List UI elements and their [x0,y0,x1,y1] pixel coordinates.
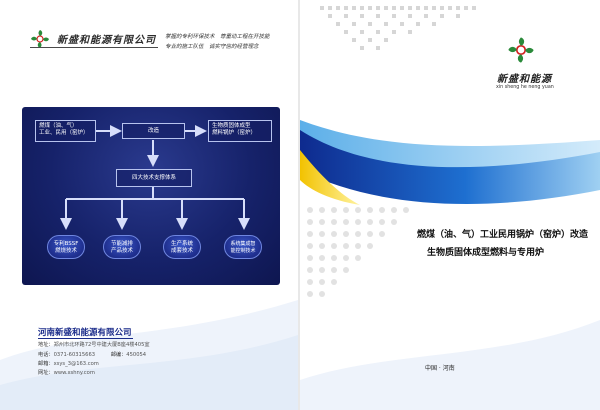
diagram-arrows [60,125,250,230]
postcode-label: 邮编： [110,352,127,358]
cover-bottom-wave [300,320,600,410]
yellow-swoosh [300,150,360,205]
renovation-box: 改造 [122,123,185,139]
company-logo-icon [31,30,49,48]
email-line: 邮箱：xsys_3@163.com [38,360,99,367]
header-company-name: 新盛和能源有限公司 [57,35,156,46]
website-label: 网址： [38,370,54,376]
cover-location: 中国 · 河南 [425,365,455,372]
header-slogan-line1: 掌握的专利环保技术 尊重动工程在开技能 [165,34,270,40]
top-dot-pattern [320,6,476,50]
website-line: 网址：www.xshny.com [38,369,95,376]
address-line: 地址：郑州市北环路72号中建大厦B座4楼405室 [38,341,150,348]
phone-label: 电话： [38,352,54,358]
cover-graphics [300,6,600,410]
page-gutter [298,0,300,410]
email-label: 邮箱： [38,361,54,367]
cover-title-line2: 生物质固体成型燃料与专用炉 [427,248,545,258]
website-value: www.xshny.com [53,370,95,376]
footer-company-name: 河南新盛和能源有限公司 [38,328,132,338]
phone-line: 电话：0371-60315663 邮编：450054 [38,351,146,358]
pillar-3: 生产系统 成套技术 [163,235,201,259]
email-value: xsys_3@163.com [53,361,99,367]
technology-diagram-panel: 燃煤（油、气） 工业、民用（窑炉） 改造 生物质固体成型 燃料锅炉（窑炉） 四大… [22,107,280,285]
cover-brand-name: 新盛和能源 [497,74,552,85]
phone-value: 0371-60315663 [53,352,96,358]
footer-divider [38,338,133,339]
background-wave [0,300,298,410]
pillar-2: 节能减排 产品技术 [103,235,141,259]
target-box: 生物质固体成型 燃料锅炉（窑炉） [208,120,272,142]
header-divider [30,47,158,48]
address-value: 郑州市北环路72号中建大厦B座4楼405室 [53,342,150,348]
address-label: 地址： [38,342,54,348]
bottom-dot-pattern [307,207,409,297]
header-slogan-line2: 专业的施工队伍 诚实守信的经营理念 [165,44,259,50]
pillar-1: 专利BSSF 燃烧技术 [47,235,85,259]
support-system-box: 四大技术支撑体系 [116,169,192,187]
front-cover [300,0,600,410]
cover-brand-pinyin: xin sheng he neng yuan [496,85,554,90]
cover-logo-icon [508,37,534,63]
source-box: 燃煤（油、气） 工业、民用（窑炉） [35,120,96,142]
blue-swoosh [300,130,600,204]
cover-title-line1: 燃煤（油、气）工业民用锅炉（窑炉）改造 [417,230,589,240]
pillar-4: 系统集成智 能控制技术 [224,235,262,259]
postcode-value: 450054 [126,352,147,358]
